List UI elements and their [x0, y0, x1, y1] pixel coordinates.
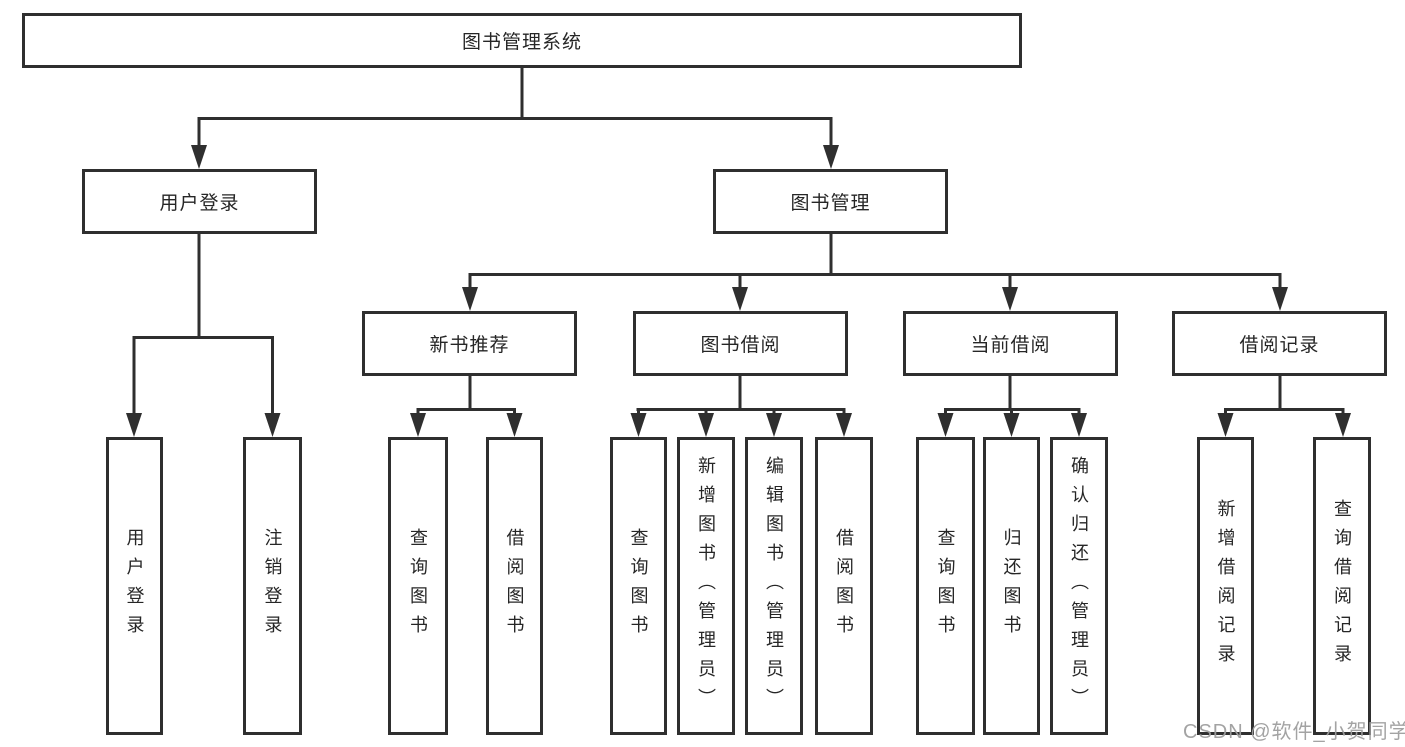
connector-newbookrec-to-leaves [416, 376, 516, 418]
leaf-user-login: 用户登录 [106, 437, 163, 735]
leaf-query-borrow-record: 查询借阅记录 [1313, 437, 1371, 735]
connector-userlogin-to-leaves [132, 234, 274, 418]
leaf-add-books-admin: 新增图书（管理员） [677, 437, 735, 735]
node-user-login: 用户登录 [82, 169, 317, 234]
connector-bookmgmt-to-level3 [468, 234, 1282, 292]
leaf-confirm-return-admin: 确认归还（管理员） [1050, 437, 1108, 735]
leaf-return-books: 归还图书 [983, 437, 1040, 735]
leaf-query-books-borrow: 查询图书 [610, 437, 667, 735]
leaf-edit-books-admin: 编辑图书（管理员） [745, 437, 803, 735]
leaf-logout: 注销登录 [243, 437, 302, 735]
arrowheads [126, 145, 1351, 437]
connector-bookborrow-to-leaves [636, 376, 846, 418]
connector-root-to-level2 [197, 68, 833, 150]
csdn-watermark: CSDN @软件_小贺同学 [1183, 721, 1405, 743]
node-borrow-records: 借阅记录 [1172, 311, 1387, 376]
leaf-query-books-recommend: 查询图书 [388, 437, 448, 735]
connector-currentborrow-to-leaves [944, 376, 1081, 418]
leaf-borrow-books-recommend: 借阅图书 [486, 437, 543, 735]
node-book-borrow: 图书借阅 [633, 311, 848, 376]
node-new-book-recommend: 新书推荐 [362, 311, 577, 376]
connector-borrowrecords-to-leaves [1224, 376, 1345, 418]
leaf-borrow-books: 借阅图书 [815, 437, 873, 735]
node-book-management: 图书管理 [713, 169, 948, 234]
leaf-query-books-current: 查询图书 [916, 437, 975, 735]
node-root-system: 图书管理系统 [22, 13, 1022, 68]
node-current-borrow: 当前借阅 [903, 311, 1118, 376]
leaf-add-borrow-record: 新增借阅记录 [1197, 437, 1254, 735]
